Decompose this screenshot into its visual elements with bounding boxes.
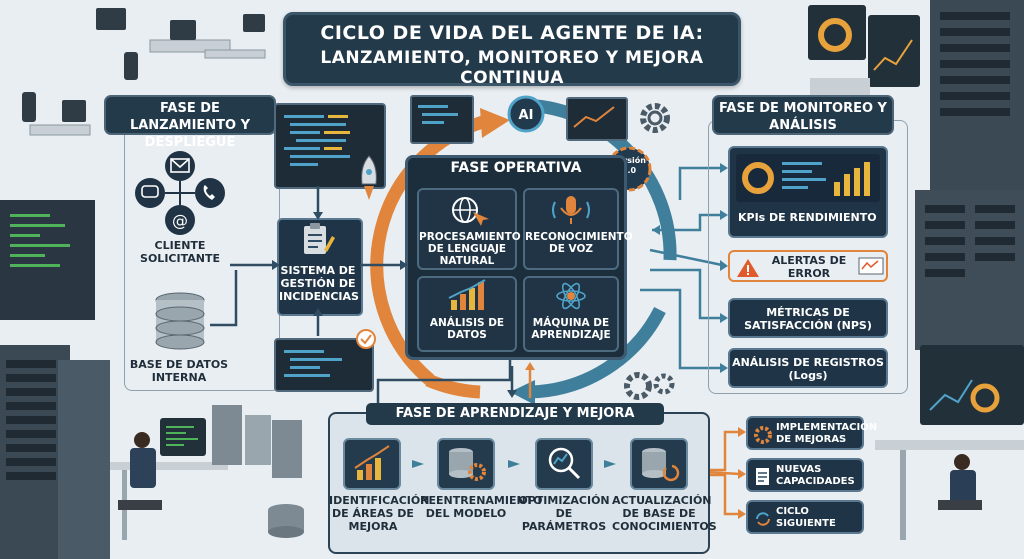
server-rack-left bbox=[0, 200, 110, 559]
outcome-implement: IMPLEMENTACIÓN DE MEJORAS bbox=[746, 416, 878, 450]
title-line-1: CICLO DE VIDA DEL AGENTE DE IA: bbox=[320, 22, 704, 44]
warning-icon bbox=[737, 259, 759, 277]
workstation-bottom-right bbox=[875, 345, 1024, 540]
svg-text:AI: AI bbox=[519, 108, 534, 123]
step-retrain-label: REENTRENAMIENTO DEL MODELO bbox=[420, 494, 543, 520]
database-gear-icon bbox=[449, 448, 486, 481]
client-label: CLIENTE SOLICITANTE bbox=[140, 239, 220, 265]
outcome-new-capabilities: NUEVAS CAPACIDADES bbox=[746, 458, 864, 492]
client-contact-icons: @ bbox=[135, 151, 225, 235]
database-sync-icon bbox=[642, 448, 680, 482]
step-update-label: ACTUALIZACIÓN DE BASE DE CONOCIMIENTOS bbox=[612, 494, 717, 533]
globe-cursor-icon bbox=[452, 197, 489, 226]
workstation-bottom-left bbox=[110, 405, 304, 540]
step-optimize-box bbox=[535, 438, 593, 490]
main-title: CICLO DE VIDA DEL AGENTE DE IA: LANZAMIE… bbox=[283, 12, 741, 88]
ai-badge-icon: AI bbox=[507, 95, 545, 133]
step-identify-box bbox=[343, 438, 401, 490]
error-alerts-label: ALERTAS DE ERROR bbox=[771, 254, 847, 280]
learning-step-arrows bbox=[412, 460, 616, 468]
card-machine-learning: MÁQUINA DE APRENDIZAJE bbox=[523, 276, 619, 352]
monitor-code-top bbox=[410, 95, 474, 144]
monitor-wall-right bbox=[808, 0, 1024, 200]
rising-chart-icon bbox=[354, 445, 390, 480]
card-nlp-label: PROCESAMIENTO DE LENGUAJE NATURAL bbox=[419, 231, 521, 267]
rocket-icon bbox=[361, 155, 377, 200]
nps-label: MÉTRICAS DE SATISFACCIÓN (NPS) bbox=[744, 306, 872, 332]
gear-icon-top bbox=[640, 103, 670, 133]
monitor-chart-top bbox=[566, 97, 628, 141]
monitor-logs: ANÁLISIS DE REGISTROS (Logs) bbox=[728, 348, 888, 388]
learning-phase-header: FASE DE APRENDIZAJE Y MEJORA bbox=[366, 403, 664, 425]
launch-phase-header: FASE DE LANZAMIENTO Y DESPLIEGUE bbox=[104, 95, 276, 150]
document-icon bbox=[756, 468, 769, 485]
database-icon bbox=[155, 292, 205, 350]
kpi-label: KPIs DE RENDIMIENTO bbox=[738, 211, 877, 224]
step-update-box bbox=[630, 438, 688, 490]
bar-chart-icon bbox=[448, 279, 486, 310]
outcome-new-capabilities-label: NUEVAS CAPACIDADES bbox=[776, 464, 855, 487]
magnifier-chart-icon bbox=[548, 447, 581, 480]
operative-header: FASE OPERATIVA bbox=[450, 160, 582, 176]
incident-system-label: SISTEMA DE GESTIÓN DE INCIDENCIAS bbox=[279, 264, 359, 303]
microphone-icon bbox=[552, 196, 590, 224]
cycle-arrows-icon bbox=[756, 512, 770, 526]
step-optimize-label: OPTIMIZACIÓN DE PARÁMETROS bbox=[518, 494, 610, 533]
step-identify-label: IDENTIFICACIÓN DE ÁREAS DE MEJORA bbox=[329, 494, 430, 533]
logs-label: ANÁLISIS DE REGISTROS (Logs) bbox=[732, 356, 884, 382]
outcome-next-cycle-label: CICLO SIGUIENTE bbox=[776, 506, 836, 529]
monitor-error-alerts: ALERTAS DE ERROR bbox=[728, 250, 888, 282]
clipboard-pencil-icon bbox=[304, 223, 335, 254]
gears-icon-bottom bbox=[624, 372, 675, 400]
card-voice-label: RECONOCIMIENTO DE VOZ bbox=[525, 231, 633, 255]
card-data-analysis: ANÁLISIS DE DATOS bbox=[417, 276, 517, 352]
monitor-kpi-card: KPIs DE RENDIMIENTO bbox=[728, 146, 888, 238]
card-data-analysis-label: ANÁLISIS DE DATOS bbox=[429, 317, 505, 341]
version-label: Versión 1.0 bbox=[612, 156, 646, 175]
alert-screen-icon bbox=[858, 257, 884, 275]
server-rack-right bbox=[915, 190, 1024, 350]
card-nlp: PROCESAMIENTO DE LENGUAJE NATURAL bbox=[417, 188, 521, 270]
title-line-2: LANZAMIENTO, MONITOREO Y MEJORA CONTINUA bbox=[320, 48, 704, 88]
atom-icon bbox=[556, 282, 586, 310]
outcome-next-cycle: CICLO SIGUIENTE bbox=[746, 500, 864, 534]
card-voice: RECONOCIMIENTO DE VOZ bbox=[523, 188, 633, 270]
checkmark-badge-icon bbox=[356, 329, 376, 349]
monitoring-phase-header: FASE DE MONITOREO Y ANÁLISIS bbox=[712, 95, 894, 135]
step-retrain-box bbox=[437, 438, 495, 490]
outcome-implement-label: IMPLEMENTACIÓN DE MEJORAS bbox=[776, 422, 878, 445]
gear-icon bbox=[754, 426, 772, 444]
monitor-nps: MÉTRICAS DE SATISFACCIÓN (NPS) bbox=[728, 298, 888, 338]
svg-text:@: @ bbox=[172, 211, 188, 230]
database-label: BASE DE DATOS INTERNA bbox=[129, 358, 229, 384]
dashboard-icon bbox=[736, 154, 880, 202]
card-machine-learning-label: MÁQUINA DE APRENDIZAJE bbox=[531, 317, 611, 341]
code-window-bottom bbox=[274, 338, 374, 392]
